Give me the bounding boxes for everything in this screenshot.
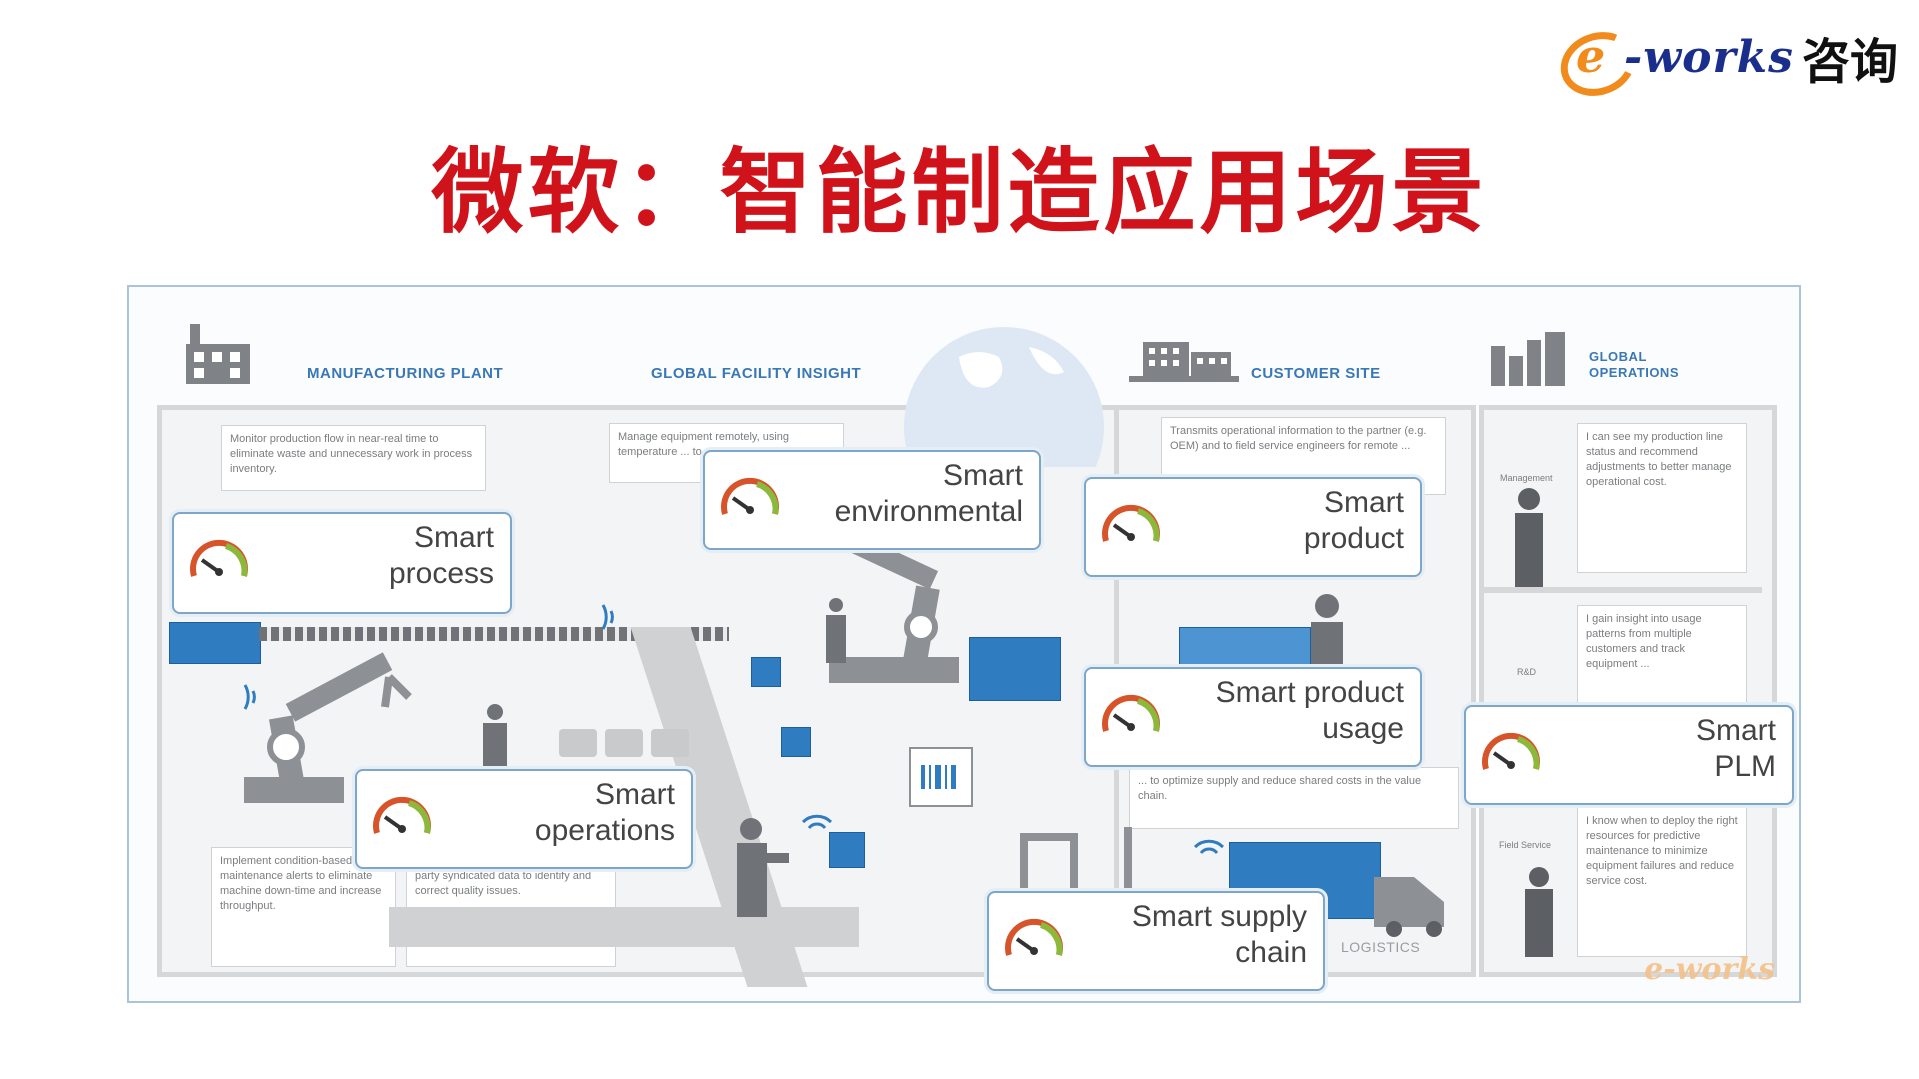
city-icon [1491, 332, 1565, 386]
wifi-icon [1193, 839, 1225, 855]
gauge-icon [1005, 918, 1063, 956]
factory-icon [186, 324, 250, 384]
floor-path-lower [389, 907, 859, 947]
smart-plm-line1: Smart [1695, 714, 1776, 747]
wifi-icon [601, 604, 614, 630]
smart-supply-chain-line1: Smart supply [1131, 900, 1307, 933]
smart-product-usage-line1: Smart product [1215, 676, 1404, 709]
smart-process-line2: process [388, 557, 494, 590]
gauge-icon [1482, 732, 1540, 770]
gauge-icon [721, 477, 779, 515]
tank-water [1179, 627, 1311, 669]
drum-2 [605, 729, 643, 757]
box-stack [969, 637, 1061, 701]
smart-environmental-line2: environmental [834, 495, 1023, 528]
box-1 [751, 657, 781, 687]
global-operations-label-2: OPERATIONS [1589, 365, 1679, 380]
operations-divider-1 [1484, 587, 1762, 593]
box-3 [829, 832, 865, 868]
smart-supply-chain-line2: chain [1235, 936, 1307, 969]
smart-process-line1: Smart [413, 521, 494, 554]
conveyor-start-block [169, 622, 261, 664]
gauge-icon [190, 539, 248, 577]
smart-manufacturing-diagram: MANUFACTURING PLANT GLOBAL FACILITY INSI… [127, 285, 1801, 1003]
logo-wordmark: -works [1624, 31, 1794, 83]
rnd-role-label: R&D [1517, 667, 1537, 677]
smart-product-usage-line2: usage [1322, 712, 1404, 745]
worker-icon [826, 598, 846, 663]
gauge-icon [1102, 694, 1160, 732]
globe-icon [904, 327, 1104, 467]
robot-arm-icon [244, 652, 412, 803]
field-engineer-icon [1525, 867, 1553, 957]
office-building-icon [1129, 342, 1239, 382]
conveyor-belt [259, 627, 729, 641]
field-service-persona-text: I know when to deploy the right resource… [1577, 807, 1747, 957]
logistics-label: LOGISTICS [1341, 939, 1421, 955]
eworks-logo: e -works 咨询 [1551, 21, 1898, 107]
logo-e-mark: e [1551, 21, 1645, 107]
eworks-watermark: e-works [1644, 952, 1775, 987]
smart-operations-line2: operations [534, 814, 675, 847]
monitor-description: Monitor production flow in near-real tim… [221, 425, 486, 491]
drum-1 [559, 729, 597, 757]
wifi-icon [801, 814, 833, 830]
supply-description: ... to optimize supply and reduce shared… [1129, 767, 1459, 829]
field-service-role-label: Field Service [1499, 840, 1552, 850]
logo-chinese: 咨询 [1801, 34, 1898, 90]
management-role-label: Management [1500, 473, 1553, 483]
truck-icon [1374, 877, 1444, 937]
global-operations-label-1: GLOBAL [1589, 349, 1647, 364]
barcode-icon [909, 747, 973, 807]
box-2 [781, 727, 811, 757]
worker-icon [483, 704, 507, 779]
worker-scanner-icon [737, 818, 789, 917]
management-persona-text: I can see my production line status and … [1577, 423, 1747, 573]
gauge-icon [373, 796, 431, 834]
manufacturing-plant-label: MANUFACTURING PLANT [307, 365, 504, 382]
wifi-icon [243, 684, 256, 710]
manager-icon [1515, 488, 1543, 587]
smart-operations-line1: Smart [594, 778, 675, 811]
drum-3 [651, 729, 689, 757]
page-title: 微软：智能制造应用场景 [431, 139, 1488, 246]
gauge-icon [1102, 504, 1160, 542]
customer-site-label: CUSTOMER SITE [1251, 365, 1381, 382]
smart-product-line1: Smart [1323, 486, 1404, 519]
global-facility-insight-label: GLOBAL FACILITY INSIGHT [651, 365, 862, 382]
smart-plm-line2: PLM [1714, 750, 1776, 783]
smart-product-line2: product [1303, 522, 1404, 555]
smart-environmental-line1: Smart [942, 459, 1023, 492]
